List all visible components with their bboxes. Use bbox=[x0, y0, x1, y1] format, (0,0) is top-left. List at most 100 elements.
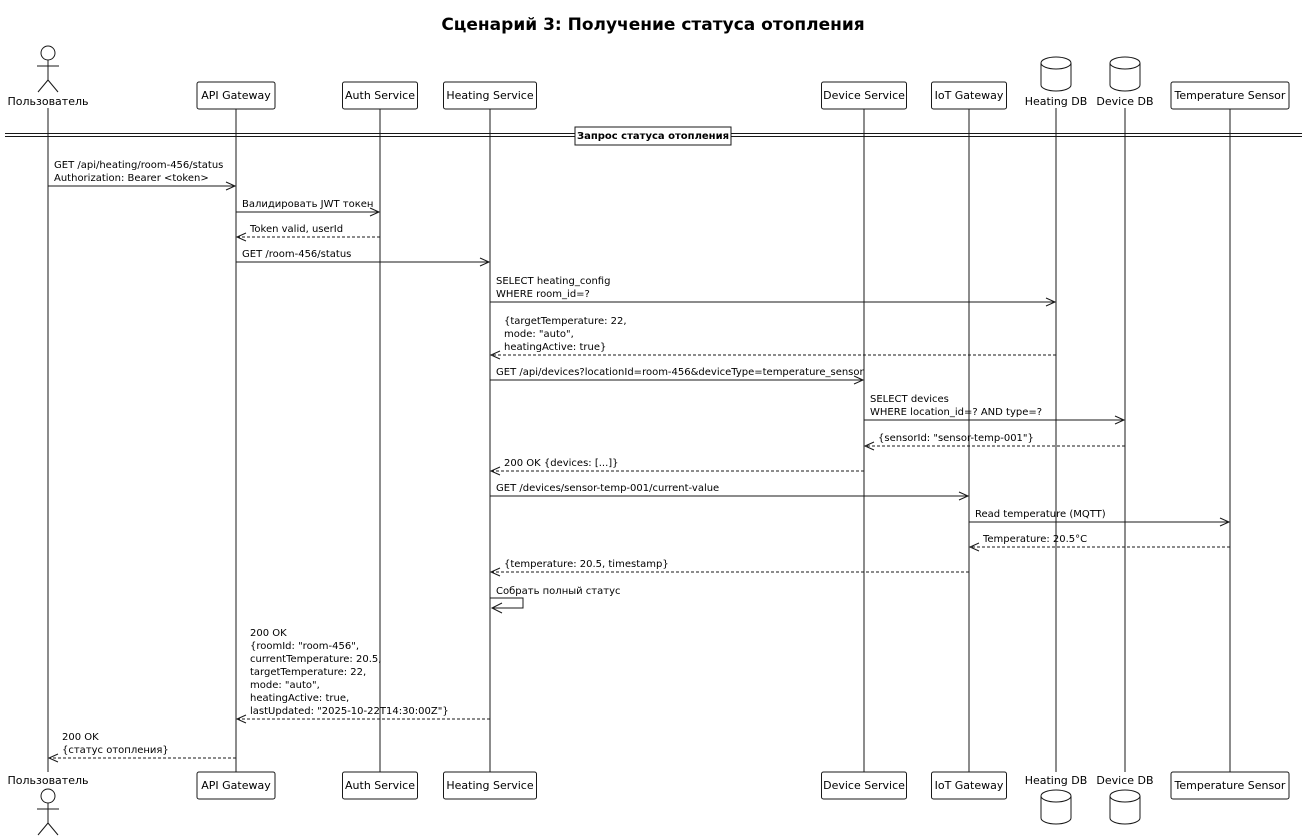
message-text: {статус отопления} bbox=[62, 745, 169, 756]
arrowhead bbox=[1219, 517, 1231, 527]
arrowhead bbox=[968, 542, 980, 552]
message-text: heatingActive: true, bbox=[250, 693, 349, 704]
message-api-to-auth: Валидировать JWT токен bbox=[236, 199, 381, 217]
participant-label: Device DB bbox=[1096, 774, 1153, 787]
message-text: Temperature: 20.5°C bbox=[982, 534, 1087, 545]
message-text: 200 OK bbox=[62, 732, 99, 743]
participant-label: Device Service bbox=[823, 779, 905, 792]
participant-label: Heating DB bbox=[1025, 95, 1088, 108]
arrowhead bbox=[1114, 415, 1126, 425]
message-text: targetTemperature: 22, bbox=[250, 667, 366, 678]
message-heating-to-iot: GET /devices/sensor-temp-001/current-val… bbox=[490, 483, 970, 501]
message-text: 200 OK {devices: [...]} bbox=[504, 458, 619, 469]
participant-device-bottom: Device Service bbox=[821, 771, 907, 800]
message-text: {roomId: "room-456", bbox=[250, 641, 359, 652]
participant-label: Auth Service bbox=[345, 779, 415, 792]
participant-iot-top: IoT Gateway bbox=[931, 81, 1007, 110]
message-text: {targetTemperature: 22, bbox=[504, 316, 627, 327]
message-text: 200 OK bbox=[250, 628, 287, 639]
database-icon-bottom bbox=[1109, 789, 1141, 825]
participant-user-top: Пользователь bbox=[7, 45, 89, 108]
participant-box bbox=[931, 81, 1007, 110]
participant-label: Temperature Sensor bbox=[1174, 89, 1286, 102]
participant-heating-top: Heating Service bbox=[443, 81, 537, 110]
participant-iot-bottom: IoT Gateway bbox=[931, 771, 1007, 800]
arrowhead bbox=[489, 466, 501, 476]
participant-label: IoT Gateway bbox=[935, 89, 1004, 102]
separator-label: Запрос статуса отопления bbox=[577, 131, 729, 142]
participant-device-top: Device Service bbox=[821, 81, 907, 110]
message-sensor-to-iot: Temperature: 20.5°C bbox=[968, 534, 1230, 552]
arrowhead bbox=[47, 753, 59, 763]
message-text: WHERE room_id=? bbox=[496, 289, 590, 300]
arrowhead bbox=[235, 714, 247, 724]
arrowhead bbox=[490, 602, 503, 614]
message-text: GET /api/heating/room-456/status bbox=[54, 160, 223, 171]
participant-devicedb-top: Device DB bbox=[1096, 56, 1154, 108]
participant-sensor-bottom: Temperature Sensor bbox=[1170, 771, 1290, 800]
message-api-to-user: 200 OK {статус отопления} bbox=[47, 732, 236, 763]
message-text: {temperature: 20.5, timestamp} bbox=[504, 559, 669, 570]
message-text: Token valid, userId bbox=[249, 224, 343, 235]
participant-box bbox=[821, 771, 907, 800]
arrowhead bbox=[1045, 297, 1057, 307]
message-text: SELECT devices bbox=[870, 394, 949, 405]
arrowhead bbox=[489, 350, 501, 360]
participant-box bbox=[443, 771, 537, 800]
arrowhead bbox=[479, 257, 491, 267]
message-text: mode: "auto", bbox=[504, 329, 574, 340]
participant-api-top: API Gateway bbox=[196, 81, 276, 110]
database-icon-top bbox=[1040, 56, 1072, 92]
actor-figure-top bbox=[37, 45, 59, 93]
message-text: currentTemperature: 20.5, bbox=[250, 654, 381, 665]
participant-label: Auth Service bbox=[345, 89, 415, 102]
message-arrow bbox=[490, 597, 524, 609]
participant-box bbox=[342, 771, 418, 800]
participant-label: Пользователь bbox=[7, 774, 88, 787]
message-text: Read temperature (MQTT) bbox=[975, 509, 1106, 520]
message-text: heatingActive: true} bbox=[504, 342, 606, 353]
message-heating-to-api: 200 OK {roomId: "room-456", currentTempera… bbox=[235, 628, 490, 724]
participant-heatingdb-top: Heating DB bbox=[1025, 56, 1088, 108]
message-text: WHERE location_id=? AND type=? bbox=[870, 407, 1042, 418]
participant-label: Device Service bbox=[823, 89, 905, 102]
participant-box bbox=[443, 81, 537, 110]
participant-label: API Gateway bbox=[201, 89, 271, 102]
message-text: mode: "auto", bbox=[250, 680, 320, 691]
participant-sensor-top: Temperature Sensor bbox=[1170, 81, 1290, 110]
arrowhead bbox=[853, 375, 865, 385]
database-icon-bottom bbox=[1040, 789, 1072, 825]
message-text: Валидировать JWT токен bbox=[242, 199, 373, 210]
participant-label: Temperature Sensor bbox=[1174, 779, 1286, 792]
message-text: SELECT heating_config bbox=[496, 276, 610, 287]
arrowhead bbox=[369, 207, 381, 217]
separator-box bbox=[574, 126, 732, 146]
database-icon-top bbox=[1109, 56, 1141, 92]
message-api-to-heating: GET /room-456/status bbox=[236, 249, 491, 267]
participant-box bbox=[342, 81, 418, 110]
message-heating-to-heating: Собрать полный статус bbox=[490, 586, 621, 614]
participant-box bbox=[196, 81, 276, 110]
message-heatingdb-to-heating: {targetTemperature: 22, mode: "auto", heat… bbox=[489, 316, 1056, 360]
arrowhead bbox=[235, 232, 247, 242]
participant-heating-bottom: Heating Service bbox=[443, 771, 537, 800]
message-text: Собрать полный статус bbox=[496, 586, 621, 597]
participant-label: Heating Service bbox=[446, 89, 533, 102]
participant-auth-bottom: Auth Service bbox=[342, 771, 418, 800]
separator: Запрос статуса отопления bbox=[5, 126, 1302, 146]
participant-label: Heating DB bbox=[1025, 774, 1088, 787]
participant-user-bottom: Пользователь bbox=[7, 774, 89, 836]
message-text: GET /api/devices?locationId=room-456&dev… bbox=[496, 367, 865, 378]
participant-auth-top: Auth Service bbox=[342, 81, 418, 110]
message-user-to-api: GET /api/heating/room-456/statusAuthoriz… bbox=[48, 160, 237, 191]
participant-label: Device DB bbox=[1096, 95, 1153, 108]
arrowhead bbox=[958, 491, 970, 501]
message-iot-to-heating: {temperature: 20.5, timestamp} bbox=[489, 559, 969, 577]
message-text: lastUpdated: "2025-10-22T14:30:00Z"} bbox=[250, 706, 449, 717]
message-device-to-heating: 200 OK {devices: [...]} bbox=[489, 458, 864, 476]
message-heating-to-device: GET /api/devices?locationId=room-456&dev… bbox=[490, 367, 865, 385]
participant-box bbox=[931, 771, 1007, 800]
